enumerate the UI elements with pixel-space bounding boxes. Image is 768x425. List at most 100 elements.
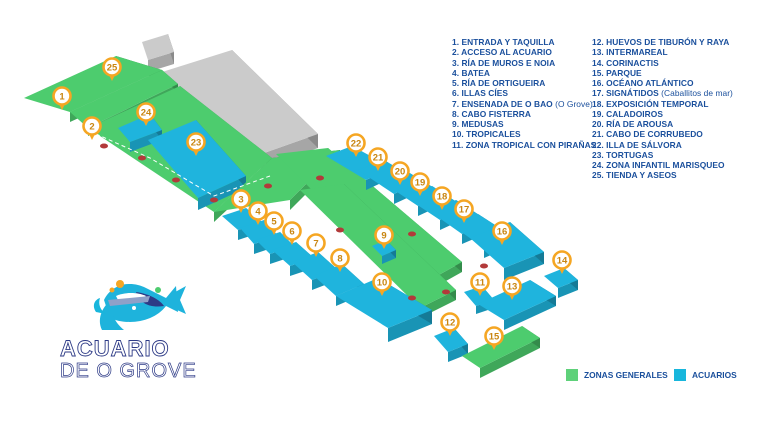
- legend-item: 11. ZONA TROPICAL CON PIRAÑAS: [452, 140, 596, 150]
- map-pin-number: 7: [313, 238, 318, 249]
- map-pin-8[interactable]: 8: [330, 248, 350, 273]
- map-pin-21[interactable]: 21: [368, 147, 388, 172]
- map-pin-circle: [552, 250, 572, 270]
- map-pin-circle: [248, 201, 268, 221]
- map-pin-number: 14: [557, 255, 568, 266]
- map-pin-number: 12: [445, 317, 456, 328]
- fish-decoration-icon: [264, 183, 272, 189]
- map-pin-circle: [52, 86, 72, 106]
- legend-item: 18. EXPOSICIÓN TEMPORAL: [592, 99, 733, 109]
- fish-decoration-icon: [138, 155, 146, 161]
- map-pin-24[interactable]: 24: [136, 102, 156, 127]
- map-pin-circle: [372, 272, 392, 292]
- legend-key-aquarium: ACUARIOS: [674, 369, 737, 381]
- legend-item: 6. ILLAS CÍES: [452, 88, 596, 98]
- legend-item-label: 22. ILLA DE SÁLVORA: [592, 139, 682, 150]
- fish-decoration-icon: [442, 289, 450, 295]
- map-pin-number: 24: [141, 107, 152, 118]
- pool-16-top: [470, 222, 544, 268]
- map-pin-circle: [502, 276, 522, 296]
- legend-item-label: 10. TROPICALES: [452, 129, 521, 140]
- legend-item: 25. TIENDA Y ASEOS: [592, 170, 733, 180]
- legend-item: 10. TROPICALES: [452, 129, 596, 139]
- legend-item-label: 14. CORINACTIS: [592, 57, 659, 68]
- map-pin-number: 20: [395, 166, 406, 177]
- map-pin-5[interactable]: 5: [264, 211, 284, 236]
- logo-subtitle: DE O GROVE: [60, 360, 197, 383]
- legend-item: 5. RÍA DE ORTIGUEIRA: [452, 78, 596, 88]
- map-pin-circle: [368, 147, 388, 167]
- pool-13-side: [504, 296, 556, 330]
- map-pin-number: 13: [507, 281, 518, 292]
- map-pin-circle: [470, 272, 490, 292]
- map-pin-19[interactable]: 19: [410, 172, 430, 197]
- legend-item: 15. PARQUE: [592, 68, 733, 78]
- legend-item-label: 5. RÍA DE ORTIGUEIRA: [452, 78, 546, 88]
- legend-item: 20. RÍA DE AROUSA: [592, 119, 733, 129]
- map-pin-15[interactable]: 15: [484, 326, 504, 351]
- fish-decoration-icon: [316, 175, 324, 181]
- pool-24-top: [118, 114, 162, 142]
- map-pin-3[interactable]: 3: [231, 189, 251, 214]
- map-pin-circle: [231, 189, 251, 209]
- legend-item-label: 1. ENTRADA Y TAQUILLA: [452, 37, 555, 47]
- map-pin-circle: [492, 221, 512, 241]
- map-pin-number: 15: [489, 331, 500, 342]
- logo-fish-icon: [93, 280, 186, 330]
- legend-item: 19. CALADOIROS: [592, 109, 733, 119]
- map-pin-number: 3: [238, 194, 243, 205]
- legend-item-label: 24. ZONA INFANTIL MARISQUEO: [592, 160, 725, 170]
- map-pin-12[interactable]: 12: [440, 312, 460, 337]
- legend-item: 2. ACCESO AL ACUARIO: [452, 47, 596, 57]
- map-pin-25[interactable]: 25: [102, 57, 122, 82]
- aquarium-swatch: [674, 369, 686, 381]
- fish-decoration-icon: [336, 227, 344, 233]
- pool-13-top: [478, 280, 556, 320]
- legend-item-label: 25. TIENDA Y ASEOS: [592, 170, 677, 181]
- map-pin-20[interactable]: 20: [390, 161, 410, 186]
- map-pin-22[interactable]: 22: [346, 133, 366, 158]
- general-zone-swatch: [566, 369, 578, 381]
- legend-item-label: 19. CALADOIROS: [592, 108, 663, 119]
- legend-item: 13. INTERMAREAL: [592, 47, 733, 57]
- map-pin-4[interactable]: 4: [248, 201, 268, 226]
- legend-item: 23. TORTUGAS: [592, 150, 733, 160]
- legend-item: 7. ENSENADA DE O BAO (O Grove): [452, 99, 596, 109]
- map-pin-circle: [82, 116, 102, 136]
- pool-10-top: [336, 278, 432, 328]
- map-pin-circle: [454, 199, 474, 219]
- map-pin-circle: [346, 133, 366, 153]
- map-pin-number: 4: [255, 206, 261, 217]
- map-pin-18[interactable]: 18: [432, 186, 452, 211]
- legend-item: 9. MEDUSAS: [452, 119, 596, 129]
- legend-item: 14. CORINACTIS: [592, 58, 733, 68]
- map-pin-9[interactable]: 9: [374, 225, 394, 250]
- legend-item-note: (Caballitos de mar): [658, 88, 733, 99]
- map-pin-number: 22: [351, 138, 362, 149]
- map-pin-13[interactable]: 13: [502, 276, 522, 301]
- map-pin-10[interactable]: 10: [372, 272, 392, 297]
- legend-item: 16. OCÉANO ATLÁNTICO: [592, 78, 733, 88]
- map-pin-circle: [186, 132, 206, 152]
- map-pin-2[interactable]: 2: [82, 116, 102, 141]
- map-pin-11[interactable]: 11: [470, 272, 490, 297]
- map-pin-17[interactable]: 17: [454, 199, 474, 224]
- legend-item-label: 13. INTERMAREAL: [592, 47, 668, 58]
- map-pin-6[interactable]: 6: [282, 221, 302, 246]
- pool-10-side: [388, 310, 432, 342]
- map-pin-1[interactable]: 1: [52, 86, 72, 111]
- map-pin-23[interactable]: 23: [186, 132, 206, 157]
- legend-item: 24. ZONA INFANTIL MARISQUEO: [592, 160, 733, 170]
- legend-item-label: 7. ENSENADA DE O BAO: [452, 98, 553, 109]
- map-pin-16[interactable]: 16: [492, 221, 512, 246]
- legend-item: 12. HUEVOS DE TIBURÓN Y RAYA: [592, 37, 733, 47]
- legend-item-label: 2. ACCESO AL ACUARIO: [452, 47, 552, 58]
- map-pin-number: 10: [377, 277, 388, 288]
- logo-title: ACUARIO: [60, 336, 170, 362]
- legend-item: 21. CABO DE CORRUBEDO: [592, 129, 733, 139]
- legend-item: 22. ILLA DE SÁLVORA: [592, 140, 733, 150]
- map-pin-14[interactable]: 14: [552, 250, 572, 275]
- grey-building-top: [162, 50, 318, 158]
- map-pin-7[interactable]: 7: [306, 233, 326, 258]
